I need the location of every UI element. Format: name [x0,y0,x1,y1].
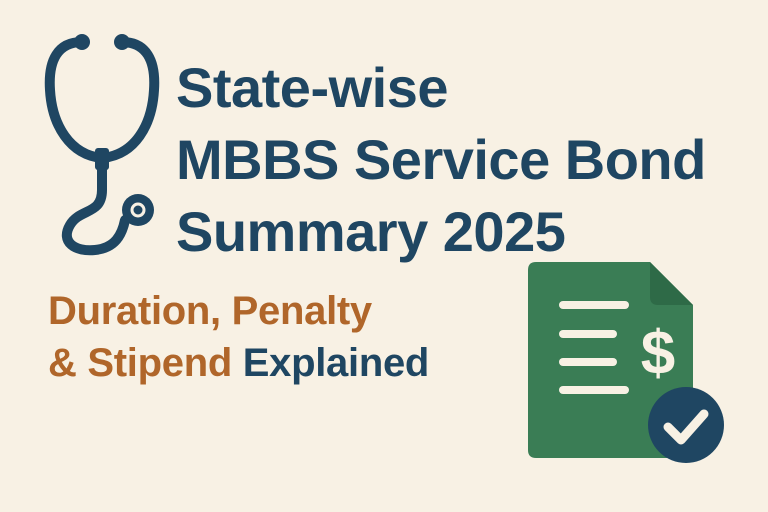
subtitle-line-2: & Stipend Explained [48,337,429,389]
subtitle: Duration, Penalty & Stipend Explained [48,285,429,389]
title-line-2: MBBS Service Bond [176,128,706,191]
subtitle-stipend-text: & Stipend [48,341,243,385]
check-circle-icon [648,387,724,463]
subtitle-line-1: Duration, Penalty [48,289,372,333]
dollar-icon: $ [641,319,675,388]
title-line-1: State-wise [176,56,448,119]
title-line-3: Summary 2025 [176,200,566,263]
subtitle-explained-text: Explained [242,341,430,385]
stethoscope-icon [44,34,160,256]
page-title: State-wise MBBS Service Bond Summary 202… [176,52,706,268]
document-dollar-icon: $ [528,262,724,463]
